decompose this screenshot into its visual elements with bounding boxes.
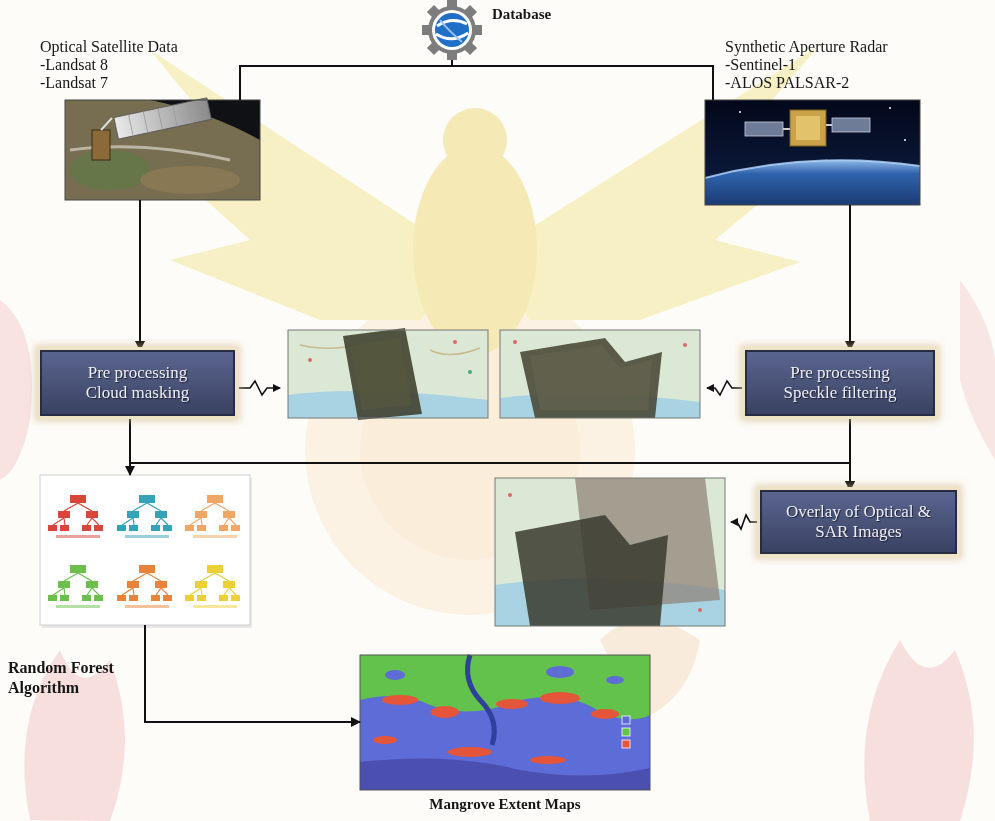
box-text: Overlay of Optical & SAR Images (772, 502, 945, 543)
data-source-node: Synthetic Aperture Radar-Sentinel-1-ALOS… (705, 100, 920, 205)
data-source-node: Optical Satellite Data-Landsat 8-Landsat… (65, 100, 260, 200)
node-caption: Mangrove Extent Maps (360, 796, 650, 813)
mangrove-map-picture (360, 655, 650, 790)
node-label: -Sentinel-1 (725, 56, 888, 74)
connector (129, 416, 131, 475)
watermark-body (413, 145, 537, 355)
node-caption: Random Forest Algorithm (8, 658, 133, 698)
connector (139, 200, 141, 350)
connector (240, 60, 452, 100)
node-label: Database (492, 6, 551, 23)
algorithm-node: Random Forest Algorithm (40, 475, 250, 625)
watermark-flame (960, 280, 995, 460)
process-box: Pre processingCloud masking (40, 350, 235, 416)
watermark-head (443, 108, 507, 172)
node-caption: Database (492, 6, 551, 23)
node-caption: Synthetic Aperture Radar-Sentinel-1-ALOS… (725, 38, 888, 92)
watermark-flame (864, 640, 974, 821)
sar-satellite-picture (705, 100, 920, 205)
node-label: -Landsat 7 (40, 74, 178, 92)
database-node: Database (422, 0, 482, 60)
watermark-flame (0, 300, 32, 480)
database-icon (422, 0, 482, 60)
process-box: Overlay of Optical & SAR Images (760, 490, 957, 554)
output-node: Mangrove Extent Maps (360, 655, 650, 790)
optical-satellite-picture (65, 98, 260, 200)
connector (452, 60, 713, 100)
overlay-map-thumbnail (495, 478, 725, 626)
node-label: -ALOS PALSAR-2 (725, 74, 888, 92)
connector (130, 416, 850, 490)
node-caption: Optical Satellite Data-Landsat 8-Landsat… (40, 38, 178, 92)
connector (849, 205, 851, 350)
process-box: Pre processingSpeckle filtering (745, 350, 935, 416)
node-label: Mangrove Extent Maps (360, 796, 650, 813)
box-text: Speckle filtering (784, 383, 897, 403)
connector (849, 416, 851, 490)
box-text: Pre processing (88, 363, 188, 383)
node-label: Optical Satellite Data (40, 38, 178, 56)
optical-map-thumbnail (288, 328, 488, 420)
node-label: Synthetic Aperture Radar (725, 38, 888, 56)
random-forest-picture (40, 475, 252, 628)
leader-arrow (239, 381, 758, 529)
node-label: -Landsat 8 (40, 56, 178, 74)
sar-map-thumbnail (500, 330, 700, 418)
node-label: Random Forest Algorithm (8, 658, 133, 698)
watermark (0, 45, 995, 821)
box-text: Pre processing (790, 363, 890, 383)
box-text: Cloud masking (86, 383, 189, 403)
connector (145, 625, 360, 722)
